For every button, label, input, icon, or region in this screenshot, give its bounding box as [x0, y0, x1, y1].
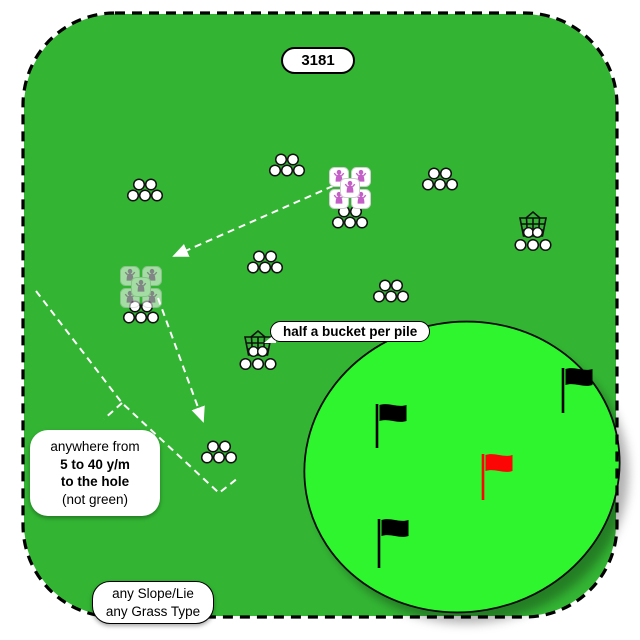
hole-flag [377, 519, 409, 568]
bucket-note-tail [264, 333, 276, 343]
distance-note: anywhere from 5 to 40 y/m to the hole (n… [30, 430, 160, 517]
distance-note-line2: 5 to 40 y/m [60, 456, 130, 472]
player-cluster [329, 167, 371, 209]
ball-pile [372, 279, 410, 303]
putting-green [303, 320, 629, 624]
hole-flag [561, 368, 593, 413]
ball-pile [126, 178, 164, 202]
conditions-note-line2: any Grass Type [105, 603, 201, 619]
field-border [21, 11, 619, 619]
distance-note-line4: (not green) [61, 491, 129, 507]
ball-pile [421, 167, 459, 191]
hole-flag [481, 454, 513, 500]
bucket-note: half a bucket per pile [270, 321, 431, 342]
ball-basket [239, 329, 277, 371]
distance-path [35, 290, 239, 495]
player-cluster [120, 266, 162, 308]
drill-number-badge: 3181 [281, 47, 355, 74]
ball-basket [514, 210, 552, 252]
ball-pile [246, 250, 284, 274]
distance-note-line1: anywhere from [50, 439, 140, 454]
drill-arrow [172, 185, 334, 257]
hole-flag [375, 404, 407, 448]
conditions-note: any Slope/Lie any Grass Type [92, 581, 214, 625]
drill-arrow [157, 297, 205, 423]
conditions-note-line1: any Slope/Lie [112, 586, 194, 601]
distance-note-line3: to the hole [60, 474, 130, 490]
ball-pile [331, 205, 369, 229]
ball-pile [268, 153, 306, 177]
ball-pile [200, 440, 238, 464]
